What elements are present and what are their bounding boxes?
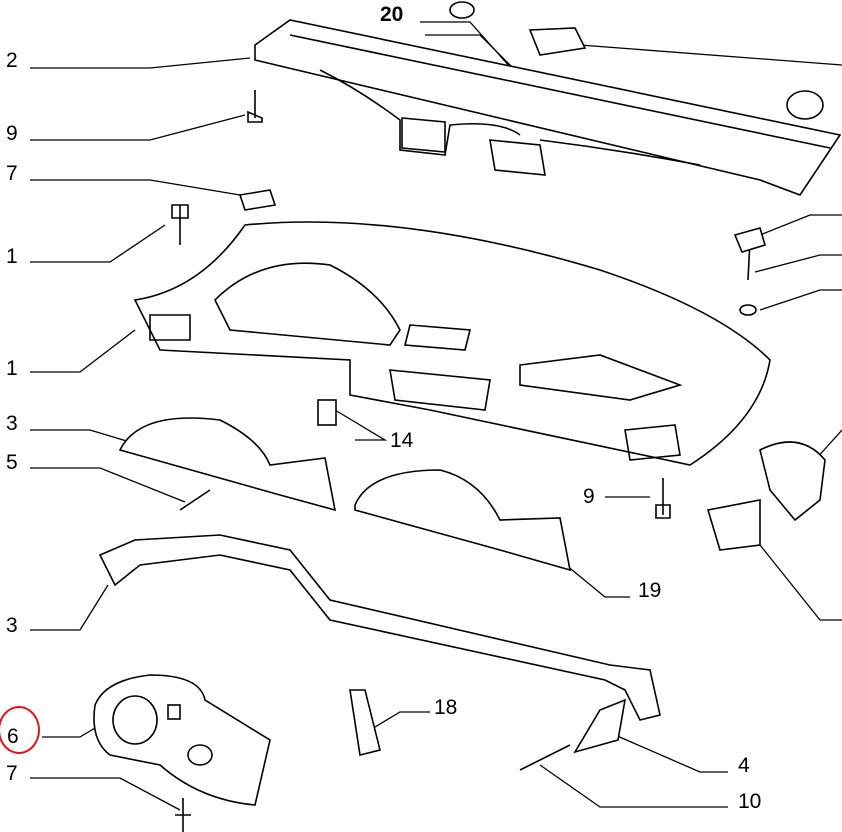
bezel-3: [118, 417, 337, 512]
cap-right: [733, 227, 766, 253]
callout-14: 14: [390, 429, 414, 452]
callout-9: 9: [6, 122, 18, 145]
callout-7b: 7: [6, 762, 18, 785]
switch-14: [317, 399, 337, 426]
clip-part: [528, 27, 587, 56]
callout-1b: 1: [6, 357, 18, 380]
clip-18: [349, 689, 381, 756]
dashboard-panel: [133, 221, 771, 466]
callout-19: 19: [638, 579, 662, 602]
cap-7: [238, 189, 277, 211]
bezel-19: [354, 469, 572, 572]
grommet: [786, 90, 824, 120]
screws: [171, 90, 757, 832]
callout-1a: 1: [6, 245, 18, 268]
callout-7: 7: [6, 162, 18, 185]
steering-column-shroud: [93, 674, 271, 806]
callout-5: 5: [6, 451, 18, 474]
callout-3a: 3: [6, 412, 18, 435]
callout-9b: 9: [583, 485, 595, 508]
callout-6[interactable]: 6: [7, 725, 19, 748]
callout-3b: 3: [6, 614, 18, 637]
callout-4: 4: [738, 754, 750, 777]
callout-2: 2: [6, 49, 18, 72]
cross-beam: [98, 441, 826, 754]
air-vent-duct: [254, 19, 842, 196]
clip-20: [449, 1, 475, 19]
callout-18: 18: [434, 696, 458, 719]
callout-10: 10: [738, 790, 762, 813]
highlight-circle: [0, 706, 40, 754]
callout-20: 20: [380, 3, 404, 26]
